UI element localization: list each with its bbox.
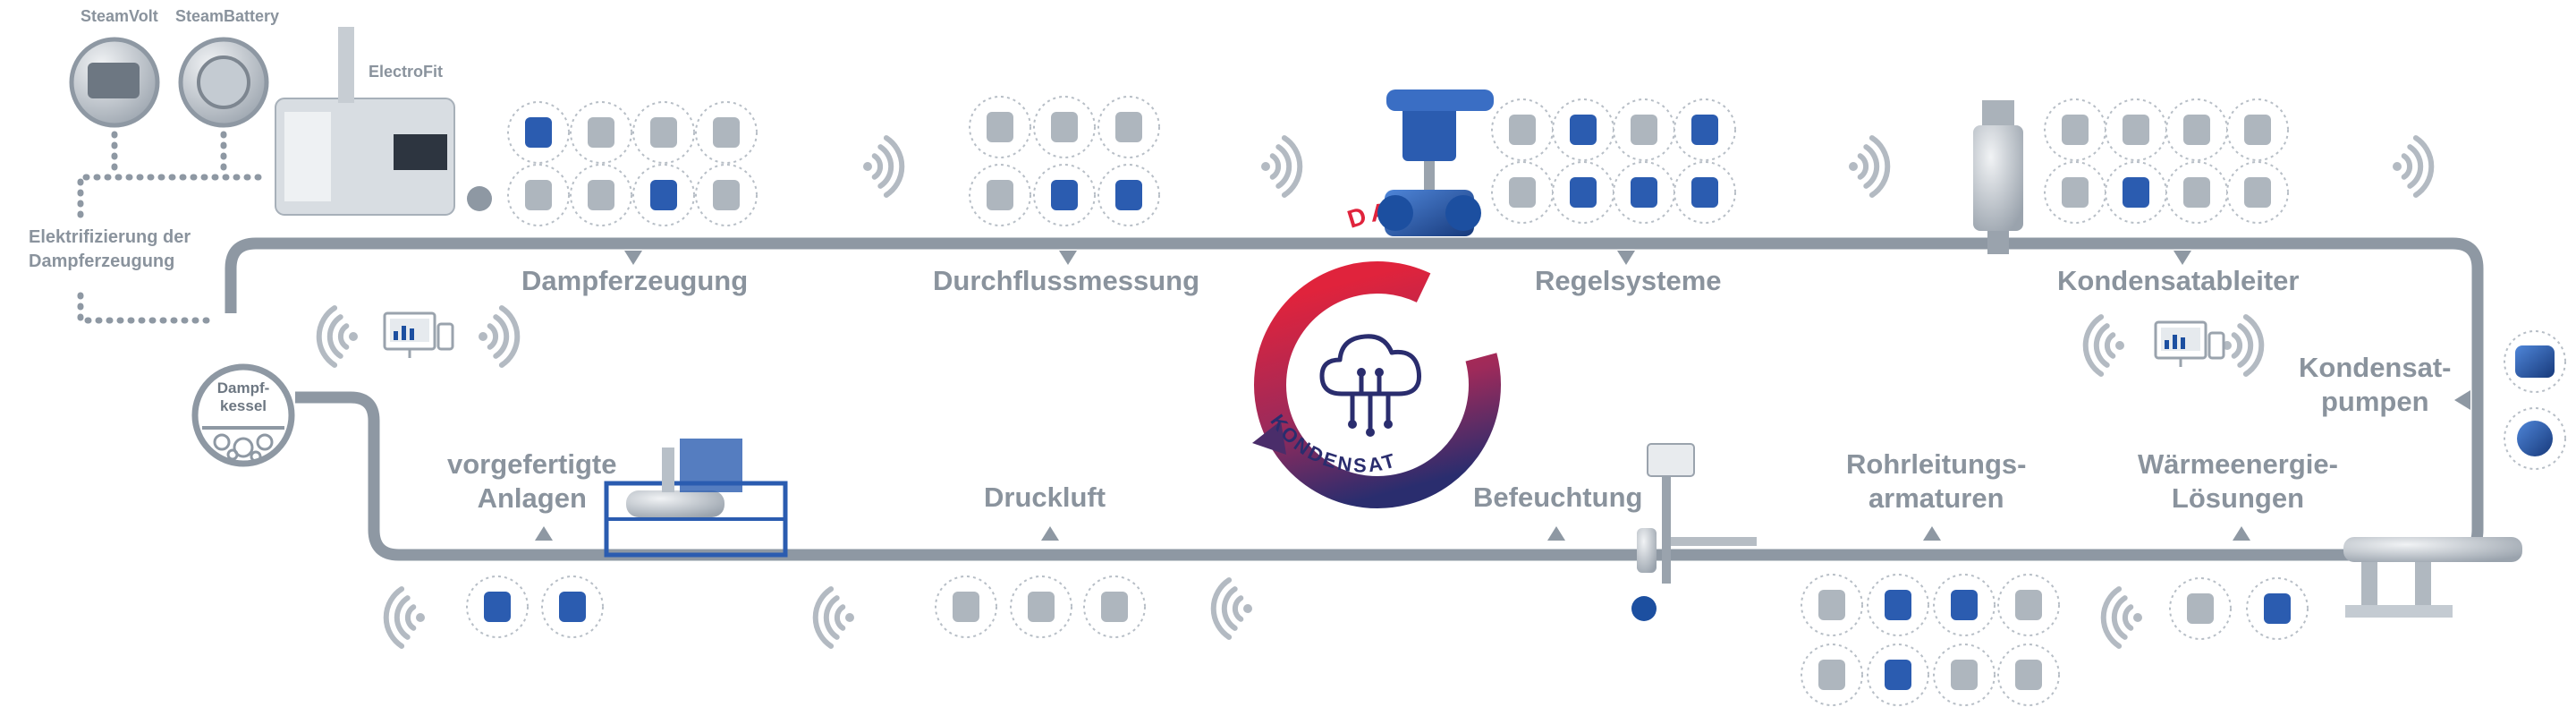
product-shape bbox=[650, 180, 677, 210]
product-shape bbox=[1051, 112, 1078, 142]
monitoring-dashboard-icon bbox=[383, 311, 454, 358]
control-valve-image bbox=[1377, 90, 1494, 236]
product-shape bbox=[1509, 177, 1536, 208]
product-shape bbox=[650, 117, 677, 148]
wireless-signal-icon bbox=[479, 305, 521, 368]
steam-boiler-icon bbox=[191, 363, 295, 467]
product-shape bbox=[1818, 590, 1845, 620]
product-shape bbox=[1051, 180, 1078, 210]
product-shape bbox=[1691, 177, 1718, 208]
product-shape bbox=[2062, 115, 2089, 145]
product-shape bbox=[2123, 177, 2149, 208]
product-shape bbox=[2183, 115, 2210, 145]
product-shape bbox=[1885, 590, 1911, 620]
product-shape bbox=[2062, 177, 2089, 208]
wireless-signal-icon bbox=[2223, 314, 2265, 377]
electrofit-label: ElectroFit bbox=[369, 63, 444, 81]
product-shape bbox=[1115, 112, 1142, 142]
section-regelsysteme: Regelsysteme bbox=[1535, 265, 1722, 296]
wireless-signal-icon bbox=[863, 135, 905, 198]
electrification-area bbox=[69, 27, 492, 324]
section-durchflussmessung: Durchflussmessung bbox=[933, 265, 1200, 296]
section-kondensatpumpen: Kondensat- pumpen bbox=[2299, 352, 2452, 417]
product-shape bbox=[1101, 592, 1128, 622]
prefabricated-skid-image bbox=[604, 439, 788, 558]
section-vorgefertigte-anlagen: vorgefertigte Anlagen bbox=[447, 448, 617, 514]
section-druckluft: Druckluft bbox=[984, 482, 1106, 513]
product-shape bbox=[2183, 177, 2210, 208]
steambattery-label: SteamBattery bbox=[175, 7, 280, 25]
product-shape bbox=[2015, 660, 2042, 690]
product-shape bbox=[1570, 177, 1597, 208]
condensate-pump-images bbox=[2504, 330, 2566, 470]
wireless-icons bbox=[316, 135, 2435, 649]
product-shape bbox=[987, 180, 1013, 210]
product-shape bbox=[1818, 660, 1845, 690]
product-shape bbox=[1951, 590, 1978, 620]
flow-arrows bbox=[535, 251, 2470, 541]
electrofit-image bbox=[275, 27, 455, 216]
product-shape bbox=[1570, 115, 1597, 145]
product-shape bbox=[559, 592, 586, 622]
section-waermeenergie-loesungen: Wärmeenergie- Lösungen bbox=[2138, 448, 2338, 514]
product-shape bbox=[713, 180, 740, 210]
product-shape bbox=[2123, 115, 2149, 145]
wireless-signal-icon bbox=[812, 586, 854, 649]
product-shape bbox=[1631, 177, 1657, 208]
product-shape bbox=[2264, 593, 2291, 624]
wireless-signal-icon bbox=[2100, 586, 2142, 649]
product-shape bbox=[1631, 115, 1657, 145]
product-shape bbox=[2187, 593, 2214, 624]
product-shape bbox=[1691, 115, 1718, 145]
product-shape bbox=[588, 180, 614, 210]
product-shape bbox=[1951, 660, 1978, 690]
wireless-signal-icon bbox=[2082, 314, 2124, 377]
heat-exchanger-image bbox=[2343, 537, 2522, 618]
monitoring-dashboard-icon bbox=[2154, 320, 2225, 367]
wireless-signal-icon bbox=[1210, 577, 1252, 640]
steamvolt-label: SteamVolt bbox=[80, 7, 158, 25]
boiler-label: Dampf- kessel bbox=[216, 379, 270, 414]
product-thumbnails bbox=[466, 96, 2309, 706]
product-shape bbox=[2244, 115, 2271, 145]
section-rohrleitungsarmaturen: Rohrleitungs- armaturen bbox=[1846, 448, 2027, 514]
wireless-signal-icon bbox=[383, 586, 425, 649]
product-shape bbox=[987, 112, 1013, 142]
product-shape bbox=[1115, 180, 1142, 210]
product-shape bbox=[713, 117, 740, 148]
product-shape bbox=[588, 117, 614, 148]
product-shape bbox=[953, 592, 979, 622]
wireless-signal-icon bbox=[316, 305, 358, 368]
product-shape bbox=[1885, 660, 1911, 690]
humidifier-image bbox=[1631, 443, 1757, 621]
wireless-signal-icon bbox=[1849, 135, 1891, 198]
product-shape bbox=[525, 117, 552, 148]
product-shape bbox=[1509, 115, 1536, 145]
product-shape bbox=[2015, 590, 2042, 620]
product-shape bbox=[1028, 592, 1055, 622]
section-kondensatableiter: Kondensatableiter bbox=[2057, 265, 2300, 296]
steam-separator-image bbox=[1973, 100, 2023, 254]
product-shape bbox=[2244, 177, 2271, 208]
section-dampferzeugung: Dampferzeugung bbox=[521, 265, 749, 296]
steam-condensate-cycle-icon bbox=[1252, 261, 1501, 508]
product-shape bbox=[525, 180, 552, 210]
product-shape bbox=[484, 592, 511, 622]
electrification-label: Elektrifizierung der Dampferzeugung bbox=[29, 227, 191, 271]
wireless-signal-icon bbox=[1261, 135, 1303, 198]
wireless-signal-icon bbox=[2393, 135, 2435, 198]
section-befeuchtung: Befeuchtung bbox=[1473, 482, 1643, 513]
